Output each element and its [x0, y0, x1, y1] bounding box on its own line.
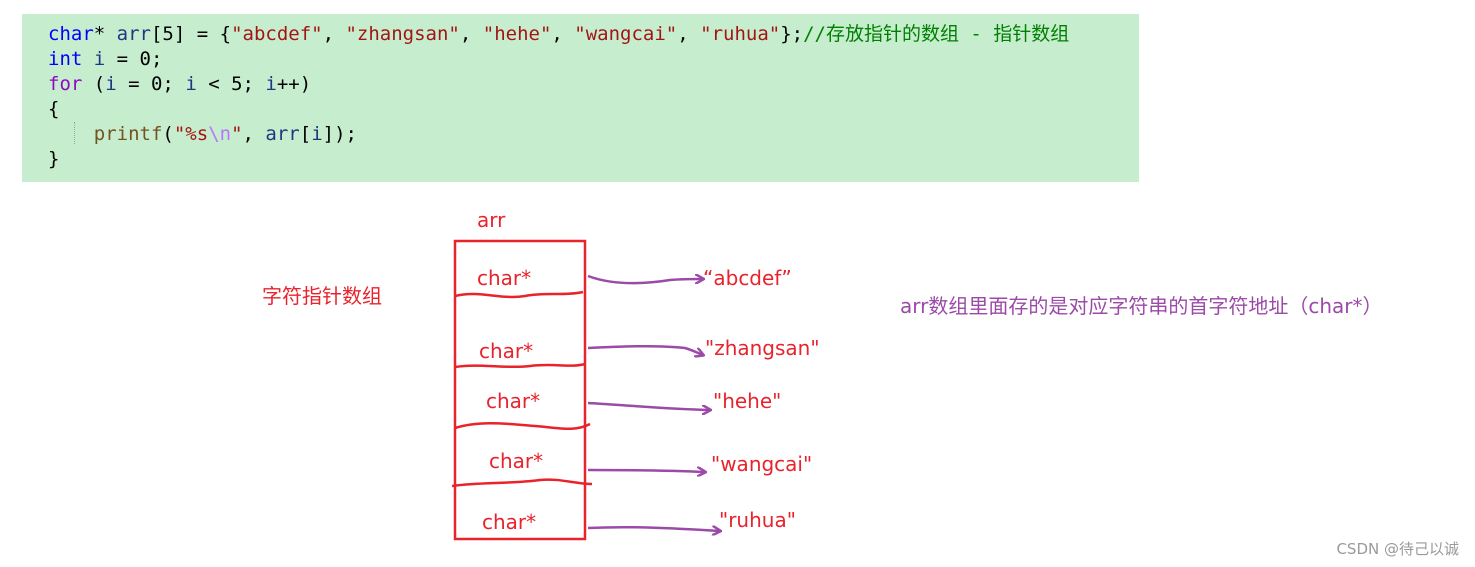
code-block: char* arr[5] = {"abcdef", "zhangsan", "h…: [22, 14, 1139, 182]
string-target-label: “abcdef”: [703, 266, 792, 290]
code-string: "abcdef": [231, 23, 323, 45]
watermark: CSDN @待己以诚: [1336, 540, 1459, 558]
code-keyword: char: [48, 23, 94, 45]
code-text: };: [780, 23, 804, 45]
cell-divider: [454, 290, 584, 299]
code-string: "hehe": [482, 23, 552, 45]
code-text: ++): [276, 73, 312, 95]
code-line-4: {: [48, 98, 60, 120]
code-text: *: [93, 23, 117, 45]
code-keyword: int: [48, 48, 83, 70]
code-text: ,: [677, 23, 701, 45]
array-cell-label: char*: [489, 449, 544, 473]
code-identifier: i: [311, 123, 323, 145]
code-line-5: printf("%s\n", arr[i]);: [48, 122, 357, 147]
code-text: ]);: [322, 123, 357, 145]
code-identifier: arr: [265, 123, 300, 145]
array-cell-label: char*: [479, 339, 534, 363]
code-identifier: i: [105, 73, 117, 95]
code-escape: \n: [208, 123, 232, 145]
pointer-arrow: [587, 470, 705, 472]
code-function: printf: [93, 123, 163, 145]
pointer-arrow: [587, 401, 710, 410]
array-name-label: arr: [477, 208, 506, 232]
code-string: "zhangsan": [345, 23, 460, 45]
code-text: = 0;: [116, 73, 186, 95]
code-text: (: [162, 123, 174, 145]
code-text: = 0;: [105, 48, 163, 70]
cell-divider: [454, 362, 586, 369]
code-text: < 5;: [196, 73, 266, 95]
indent-guide: [74, 122, 75, 144]
code-text: (: [82, 73, 106, 95]
code-identifier: i: [185, 73, 197, 95]
pointer-arrow: [587, 527, 720, 531]
array-box: [453, 239, 587, 541]
code-text: ,: [551, 23, 575, 45]
code-string: "wangcai": [574, 23, 678, 45]
code-line-1: char* arr[5] = {"abcdef", "zhangsan", "h…: [48, 22, 1069, 47]
cell-divider: [454, 422, 591, 430]
code-string: "%s: [173, 123, 209, 145]
code-text: ,: [459, 23, 483, 45]
code-text: [5] = {: [150, 23, 232, 45]
cell-divider: [451, 478, 593, 488]
code-identifier: arr: [116, 23, 151, 45]
code-identifier: i: [82, 48, 106, 70]
pointer-arrow: [587, 344, 703, 355]
string-target-label: "hehe": [713, 389, 782, 413]
code-line-6: }: [48, 148, 60, 170]
code-string: "ruhua": [700, 23, 781, 45]
code-comment: //存放指针的数组 - 指针数组: [803, 23, 1070, 45]
pointer-arrow: [587, 276, 703, 285]
code-line-2: int i = 0;: [48, 47, 162, 72]
explanation-note: arr数组里面存的是对应字符串的首字符地址（char*）: [900, 294, 1383, 318]
code-line-3: for (i = 0; i < 5; i++): [48, 72, 311, 97]
string-target-label: "ruhua": [719, 508, 796, 532]
code-text: ,: [322, 23, 346, 45]
code-text: ,: [242, 123, 266, 145]
code-text: [: [299, 123, 312, 145]
array-type-label: 字符指针数组: [262, 284, 382, 308]
code-keyword: for: [48, 73, 83, 95]
array-cell-label: char*: [482, 510, 537, 534]
array-cell-label: char*: [477, 266, 532, 290]
string-target-label: "wangcai": [711, 452, 813, 476]
array-cell-label: char*: [486, 389, 541, 413]
code-string: ": [231, 123, 243, 145]
string-target-label: "zhangsan": [705, 336, 820, 360]
code-identifier: i: [265, 73, 277, 95]
